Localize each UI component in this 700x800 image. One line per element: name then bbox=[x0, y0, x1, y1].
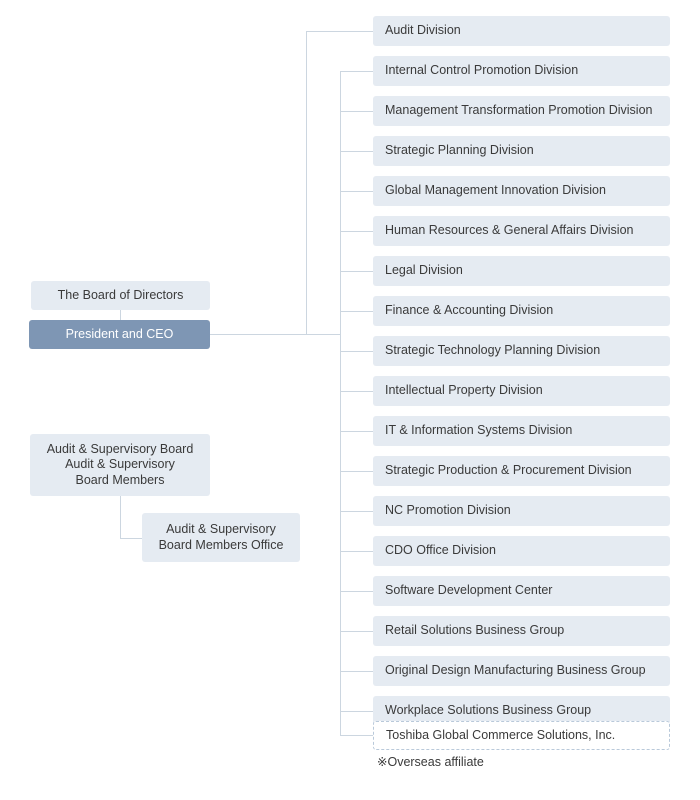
connector-division-stub bbox=[340, 351, 373, 352]
connector-ceo-to-trunk bbox=[210, 334, 341, 335]
node-division[interactable]: Strategic Planning Division bbox=[373, 136, 670, 166]
connector-division-stub bbox=[340, 231, 373, 232]
node-audit-supervisory-board-office[interactable]: Audit & Supervisory Board Members Office bbox=[142, 513, 300, 562]
node-division[interactable]: Legal Division bbox=[373, 256, 670, 286]
connector-division-stub bbox=[340, 271, 373, 272]
connector-division-stub bbox=[340, 191, 373, 192]
node-president-and-ceo[interactable]: President and CEO bbox=[29, 320, 210, 349]
connector-division-stub bbox=[340, 591, 373, 592]
node-division[interactable]: Finance & Accounting Division bbox=[373, 296, 670, 326]
connector-division-stub bbox=[340, 671, 373, 672]
node-division[interactable]: NC Promotion Division bbox=[373, 496, 670, 526]
connector-outer-trunk bbox=[306, 31, 307, 335]
node-division-overseas-affiliate[interactable]: Toshiba Global Commerce Solutions, Inc. bbox=[373, 721, 670, 750]
node-division[interactable]: Strategic Technology Planning Division bbox=[373, 336, 670, 366]
connector-division-stub bbox=[340, 311, 373, 312]
node-division[interactable]: Internal Control Promotion Division bbox=[373, 56, 670, 86]
footnote-overseas-affiliate: ※Overseas affiliate bbox=[377, 755, 484, 769]
node-division[interactable]: Retail Solutions Business Group bbox=[373, 616, 670, 646]
connector-audit-division-stub bbox=[306, 31, 373, 32]
connector-division-stub bbox=[340, 511, 373, 512]
connector-inner-trunk bbox=[340, 71, 341, 735]
node-division[interactable]: Software Development Center bbox=[373, 576, 670, 606]
connector-division-stub bbox=[340, 735, 373, 736]
node-division[interactable]: Human Resources & General Affairs Divisi… bbox=[373, 216, 670, 246]
connector-division-stub bbox=[340, 471, 373, 472]
connector-division-stub bbox=[340, 711, 373, 712]
connector-division-stub bbox=[340, 151, 373, 152]
connector-division-stub bbox=[340, 391, 373, 392]
node-division[interactable]: Audit Division bbox=[373, 16, 670, 46]
node-division[interactable]: Original Design Manufacturing Business G… bbox=[373, 656, 670, 686]
node-division[interactable]: Management Transformation Promotion Divi… bbox=[373, 96, 670, 126]
connector-board-to-ceo bbox=[120, 310, 121, 321]
connector-division-stub bbox=[340, 71, 373, 72]
connector-asb-to-office-horizontal bbox=[120, 538, 143, 539]
node-division[interactable]: CDO Office Division bbox=[373, 536, 670, 566]
node-board-of-directors[interactable]: The Board of Directors bbox=[31, 281, 210, 310]
connector-asb-to-office bbox=[120, 496, 121, 538]
node-division[interactable]: Global Management Innovation Division bbox=[373, 176, 670, 206]
node-division[interactable]: Strategic Production & Procurement Divis… bbox=[373, 456, 670, 486]
connector-division-stub bbox=[340, 631, 373, 632]
connector-division-stub bbox=[340, 551, 373, 552]
connector-division-stub bbox=[340, 111, 373, 112]
node-audit-supervisory-board[interactable]: Audit & Supervisory Board Audit & Superv… bbox=[30, 434, 210, 496]
node-division[interactable]: IT & Information Systems Division bbox=[373, 416, 670, 446]
node-division[interactable]: Intellectual Property Division bbox=[373, 376, 670, 406]
connector-division-stub bbox=[340, 431, 373, 432]
